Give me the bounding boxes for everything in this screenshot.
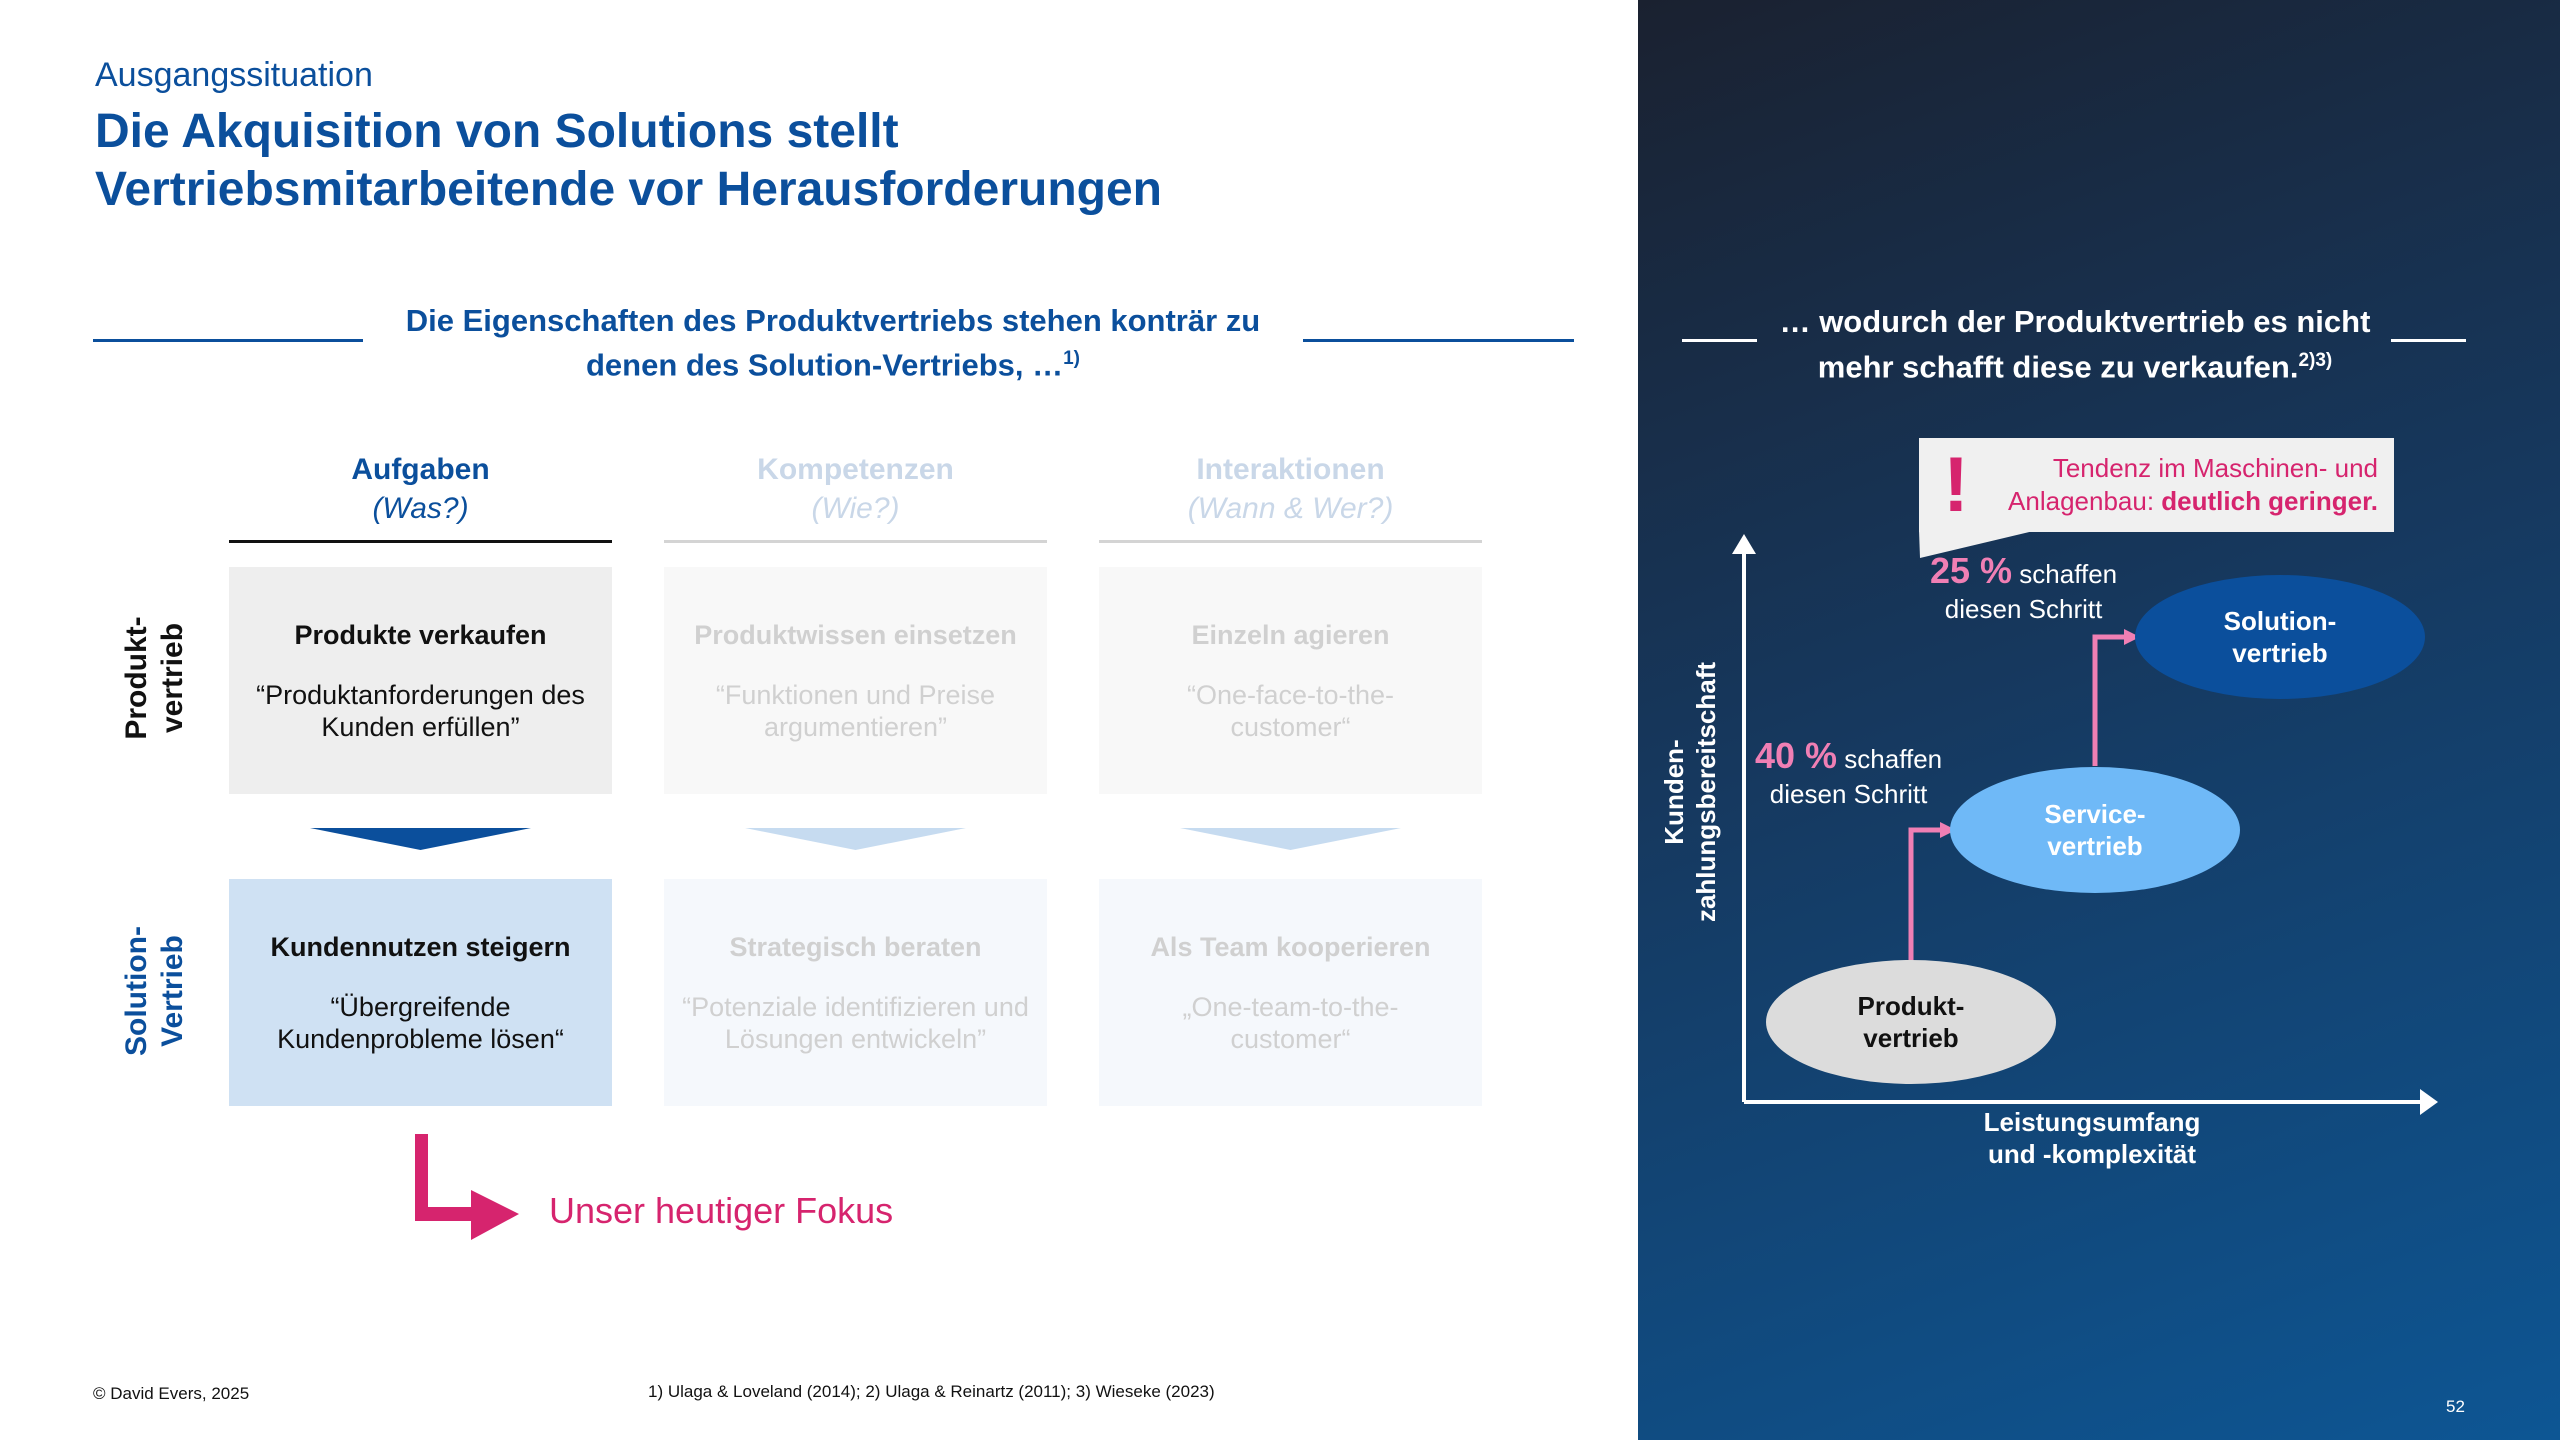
diagram-axes-and-arrows <box>1732 530 2438 1115</box>
page-title-line2: Vertriebsmitarbeitende vor Herausforderu… <box>95 163 1162 216</box>
column-header-kompetenzen: Kompetenzen(Wie?) <box>757 453 954 525</box>
chevron-down-icon <box>1180 828 1401 850</box>
page-number: 52 <box>2446 1397 2465 1416</box>
copyright: © David Evers, 2025 <box>93 1384 250 1403</box>
column-header-aufgaben: Aufgaben(Was?) <box>351 453 490 525</box>
focus-label: Unser heutiger Fokus <box>549 1190 894 1231</box>
ellipse-servicevertrieb: Service-vertrieb <box>1950 767 2240 893</box>
exclamation-icon: ! <box>1943 440 1969 528</box>
card-produkte-verkaufen: Produkte verkaufen“Produktanforderungen … <box>229 567 612 794</box>
step-label-40: 40 % schaffen diesen Schritt <box>1755 735 1943 810</box>
card-strategisch-beraten: Strategisch beraten“Potenziale identifiz… <box>664 879 1047 1106</box>
chevron-down-icon <box>310 828 531 850</box>
subheading-line2: denen des Solution-Vertriebs, … <box>585 347 1064 383</box>
page-title-line1: Die Akquisition von Solutions stellt <box>95 105 899 158</box>
callout-box: ! Tendenz im Maschinen- und Anlagenbau: … <box>1919 438 2394 532</box>
column-underline <box>1099 540 1482 543</box>
card-produktwissen: Produktwissen einsetzen“Funktionen und P… <box>664 567 1047 794</box>
row-label-produktvertrieb: Produkt-vertrieb <box>120 616 189 740</box>
card-einzeln-agieren: Einzeln agieren“One-face-to-the-customer… <box>1099 567 1482 794</box>
chevron-down-icon <box>745 828 966 850</box>
footnote-ref: 1) <box>1063 348 1081 369</box>
right-panel <box>1638 0 2560 1440</box>
divider-line <box>93 339 363 342</box>
y-axis-label: Kunden-zahlungsbereitschaft <box>1659 661 1721 923</box>
y-axis-arrowhead <box>1732 534 1756 554</box>
step-arrow-1 <box>1908 827 1943 962</box>
ellipse-solutionvertrieb: Solution-vertrieb <box>2135 575 2425 699</box>
section-kicker: Ausgangssituation <box>95 56 373 94</box>
column-underline <box>229 540 612 543</box>
step-label-25: 25 % schaffen diesen Schritt <box>1930 550 2118 625</box>
callout-text: Tendenz im Maschinen- und Anlagenbau: de… <box>2008 453 2378 516</box>
callout-tail <box>1919 530 2038 558</box>
column-header-interaktionen: Interaktionen(Wann & Wer?) <box>1187 453 1394 525</box>
right-heading: … wodurch der Produktvertrieb es nicht m… <box>1779 304 2371 385</box>
subheading-line1: Die Eigenschaften des Produktvertriebs s… <box>405 303 1261 338</box>
step-arrow-2 <box>2092 634 2127 766</box>
focus-arrow-icon <box>415 1134 519 1240</box>
references: 1) Ulaga & Loveland (2014); 2) Ulaga & R… <box>648 1382 1215 1401</box>
card-team-kooperieren: Als Team kooperieren„One-team-to-the-cus… <box>1099 879 1482 1106</box>
x-axis-arrowhead <box>2420 1089 2438 1115</box>
divider-line <box>1682 339 1757 342</box>
card-kundennutzen: Kundennutzen steigern“Übergreifende Kund… <box>229 879 612 1106</box>
left-subheading: Die Eigenschaften des Produktvertriebs s… <box>363 302 1303 384</box>
divider-line <box>1303 339 1574 342</box>
column-underline <box>664 540 1047 543</box>
divider-line <box>2391 339 2466 342</box>
row-label-solutionvertrieb: Solution-Vertrieb <box>120 926 189 1056</box>
ellipse-produktvertrieb: Produkt-vertrieb <box>1766 960 2056 1084</box>
